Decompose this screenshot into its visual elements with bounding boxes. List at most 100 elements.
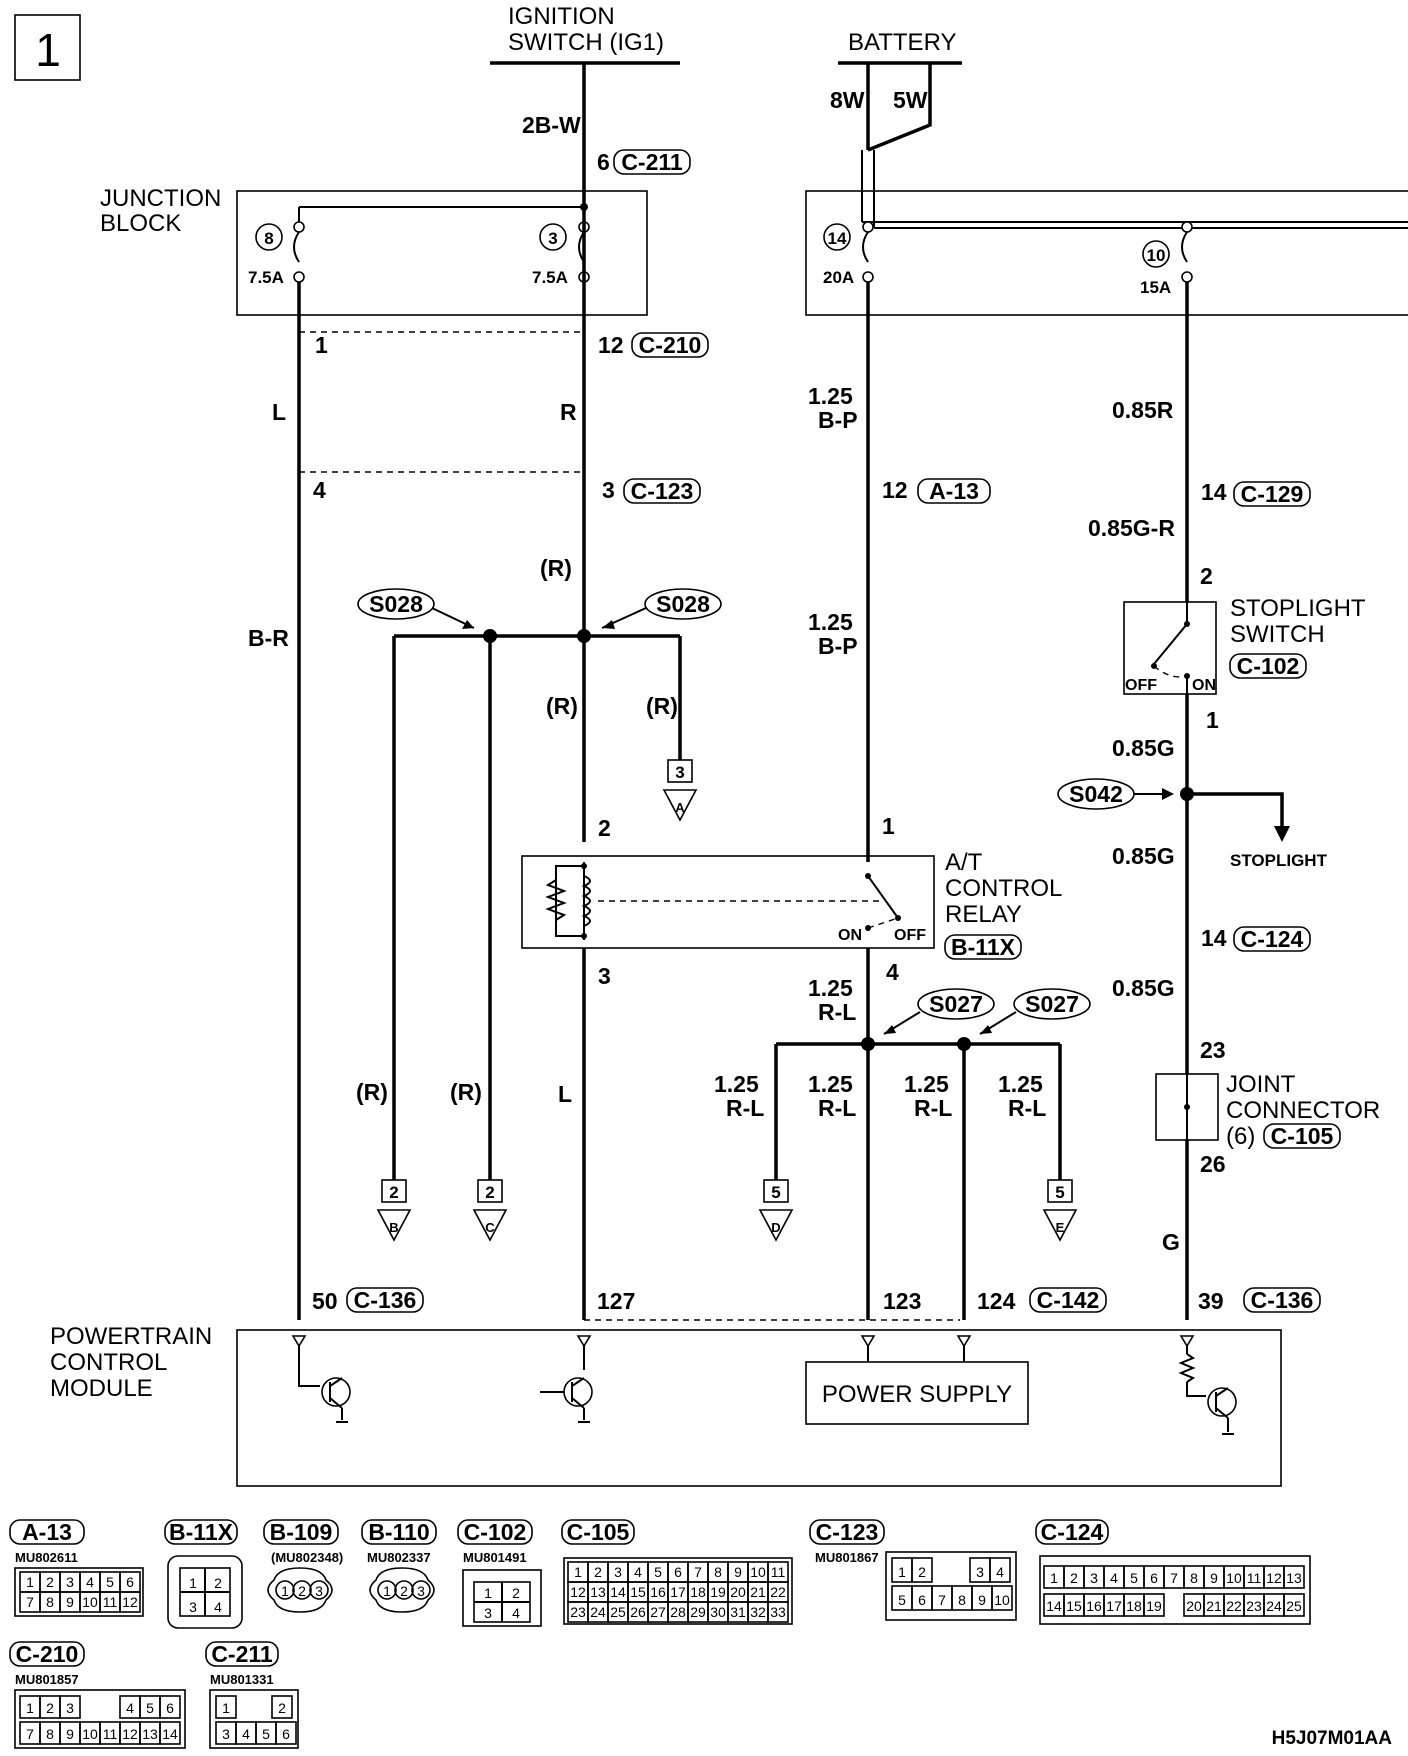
col4-conn-bottom: C-136 <box>1243 1287 1321 1313</box>
svg-text:8: 8 <box>264 229 273 248</box>
svg-text:20A: 20A <box>823 268 854 287</box>
svg-text:C-105: C-105 <box>567 1519 630 1545</box>
svg-text:2: 2 <box>389 1183 398 1202</box>
c123-pin-label: 7 <box>938 1592 946 1608</box>
stoplight-dest-label: STOPLIGHT <box>1230 851 1328 870</box>
col2-wire-r: R <box>560 399 577 425</box>
c105-pin-label: 4 <box>634 1564 642 1580</box>
a13-pin-label: 6 <box>126 1574 134 1590</box>
svg-text:S028: S028 <box>656 591 710 617</box>
c124-pin-label: 9 <box>1210 1570 1218 1586</box>
c105-pin-label: 24 <box>590 1604 606 1620</box>
a13-pin-label: 4 <box>86 1574 94 1590</box>
power-supply-box <box>805 1361 1029 1425</box>
svg-text:C-129: C-129 <box>1241 481 1304 507</box>
c105-pin-label: 33 <box>770 1604 786 1620</box>
svg-text:1: 1 <box>189 1575 197 1591</box>
svg-text:B-110: B-110 <box>368 1519 429 1545</box>
pcm-input-123 <box>860 1335 876 1362</box>
c124-pin-label: 15 <box>1066 1598 1082 1614</box>
relay-on-label: ON <box>838 927 862 944</box>
legend-b110: B-110 MU802337 1 2 3 <box>361 1519 437 1613</box>
stoplight-arrow <box>1274 826 1290 842</box>
col3-pin: 12 <box>882 477 908 503</box>
c124-pin-label: 3 <box>1090 1570 1098 1586</box>
col3-conn: A-13 <box>917 478 991 504</box>
c124-pin-label: 11 <box>1247 1570 1262 1586</box>
offpage-connector-a: 3 A <box>662 759 698 822</box>
ignition-pin: 6 <box>597 149 610 175</box>
col4-wire1: 0.85R <box>1112 397 1174 423</box>
c123-pin-cell <box>989 1557 1011 1583</box>
col2-pin-mid: 3 <box>602 477 615 503</box>
c124-pin-label: 22 <box>1226 1598 1242 1614</box>
svg-text:MU801491: MU801491 <box>463 1550 527 1565</box>
col2-conn-top: C-210 <box>631 332 709 358</box>
c123-pin-label: 10 <box>994 1592 1010 1608</box>
col4-wire3: 0.85G <box>1112 735 1175 761</box>
svg-text:C-211: C-211 <box>621 149 683 175</box>
battery-wire-8w: 8W <box>830 87 865 113</box>
c210-pin-label: 14 <box>162 1726 178 1742</box>
c210-pin-label: 5 <box>146 1700 154 1716</box>
svg-text:C-211: C-211 <box>211 1641 273 1667</box>
c210-pin-label: 6 <box>166 1700 174 1716</box>
c105-pin-label: 23 <box>570 1604 586 1620</box>
c124-pin-label: 8 <box>1190 1570 1198 1586</box>
col3-wire2b: B-P <box>818 633 858 659</box>
a13-pin-label: 10 <box>82 1594 98 1610</box>
c123-pin-label: 3 <box>976 1564 984 1580</box>
c105-pin-label: 9 <box>734 1564 742 1580</box>
fuse-14: 14 20A <box>823 150 1408 287</box>
s027-w4b: R-L <box>1008 1095 1046 1121</box>
relay-conn-tag: B-11X <box>944 934 1022 960</box>
s028-label-b: S028 <box>601 588 722 629</box>
svg-text:B-11X: B-11X <box>951 934 1016 960</box>
stoplight-switch-label-2: SWITCH <box>1230 621 1325 648</box>
c105-pin-label: 17 <box>670 1584 686 1600</box>
svg-text:15A: 15A <box>1140 278 1171 297</box>
svg-text:MU801331: MU801331 <box>210 1672 274 1687</box>
c123-pin-label: 8 <box>958 1592 966 1608</box>
figure-code: H5J07M01AA <box>1272 1728 1393 1749</box>
c124-pin-label: 5 <box>1130 1570 1138 1586</box>
s027-w1: 1.25 <box>714 1071 759 1097</box>
s027-w4: 1.25 <box>998 1071 1043 1097</box>
a13-pin-label: 9 <box>66 1594 74 1610</box>
ignition-wire-color: 2B-W <box>522 112 581 138</box>
c105-pin-label: 27 <box>650 1604 666 1620</box>
c210-pin-cell <box>159 1695 181 1719</box>
c124-pin-label: 24 <box>1266 1598 1282 1614</box>
svg-text:C-102: C-102 <box>1237 653 1300 679</box>
svg-text:S042: S042 <box>1069 781 1123 807</box>
c105-pin-label: 32 <box>750 1604 766 1620</box>
col4-wire2: 0.85G-R <box>1088 515 1175 541</box>
col3-pin-relay-out: 4 <box>886 959 899 985</box>
joint-connector-label-1: JOINT <box>1226 1071 1296 1098</box>
offpage-connector-c: 2 C <box>472 1179 508 1242</box>
svg-text:3: 3 <box>315 1583 323 1599</box>
c123-pin-cell <box>991 1585 1013 1611</box>
svg-text:(MU802348): (MU802348) <box>271 1550 343 1565</box>
stoplight-switch-conn: C-102 <box>1229 653 1307 679</box>
relay-switch <box>865 873 901 931</box>
col1-wire-l: L <box>272 399 286 425</box>
power-supply-label: POWER SUPPLY <box>822 1381 1012 1408</box>
col1-pin-top: 1 <box>315 332 328 358</box>
svg-text:B-109: B-109 <box>270 1519 333 1545</box>
svg-text:S027: S027 <box>1025 991 1079 1017</box>
pcm-label-3: MODULE <box>50 1375 153 1402</box>
a13-pin-label: 11 <box>103 1594 118 1610</box>
c124-pin-label: 13 <box>1286 1570 1302 1586</box>
relay-label-1: A/T <box>945 849 983 876</box>
pcm-label-1: POWERTRAIN <box>50 1323 212 1350</box>
svg-text:C-124: C-124 <box>1041 1519 1104 1545</box>
svg-text:5: 5 <box>771 1183 780 1202</box>
stoplight-on-label: ON <box>1192 677 1216 694</box>
legend-b109: B-109 (MU802348) 1 2 3 <box>263 1519 343 1613</box>
svg-text:S027: S027 <box>929 991 983 1017</box>
c105-pin-label: 30 <box>710 1604 726 1620</box>
c124-pin-label: 20 <box>1186 1598 1202 1614</box>
